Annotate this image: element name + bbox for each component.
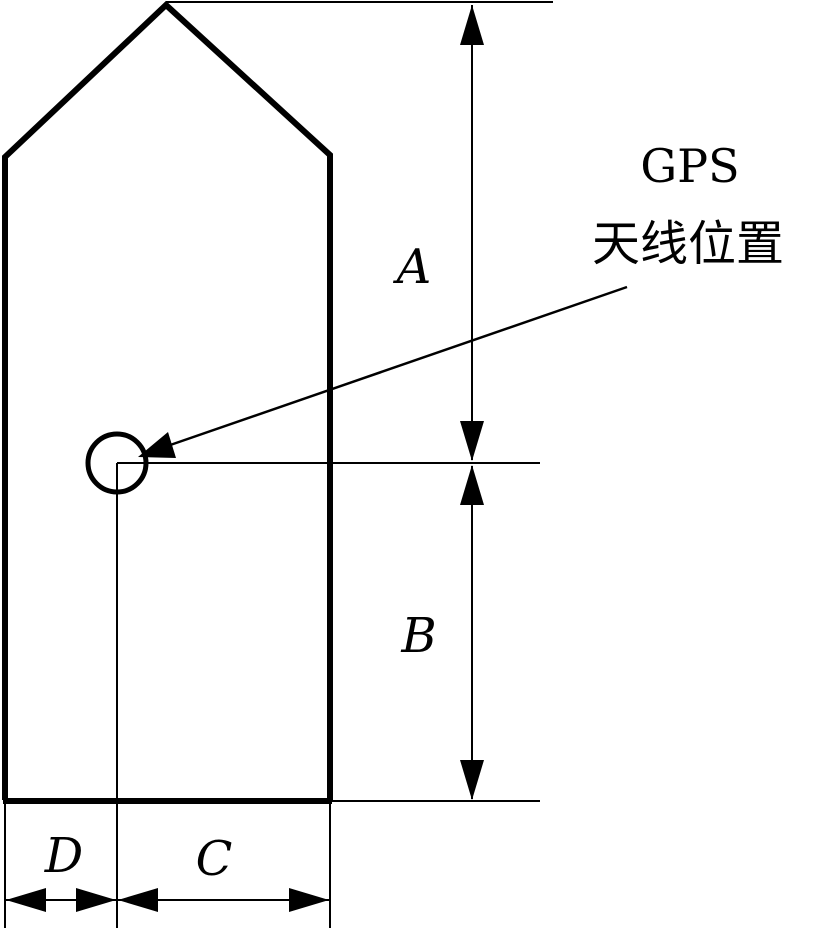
hull-outline xyxy=(2,0,333,800)
dimension-d-right-arrow xyxy=(76,888,116,912)
callout-leader-line xyxy=(149,285,628,454)
dimension-a-bottom-arrow xyxy=(460,421,484,461)
callout-antenna-position-label: 天线位置 xyxy=(592,216,784,272)
dimension-b-bottom-arrow xyxy=(460,760,484,800)
dimension-d-left-arrow xyxy=(6,888,46,912)
dimension-b-label: B xyxy=(400,608,436,664)
callout-gps-label: GPS xyxy=(640,139,739,193)
dimension-c-right-arrow xyxy=(289,888,329,912)
dimension-a-label: A xyxy=(393,239,432,295)
dimension-a-top-arrow xyxy=(460,5,484,45)
dimension-d-label: D xyxy=(44,828,83,884)
dimension-b-top-arrow xyxy=(460,465,484,505)
callout-leader-arrowhead xyxy=(138,432,176,458)
dimension-c-label: C xyxy=(196,831,233,887)
dimension-c-left-arrow xyxy=(118,888,158,912)
